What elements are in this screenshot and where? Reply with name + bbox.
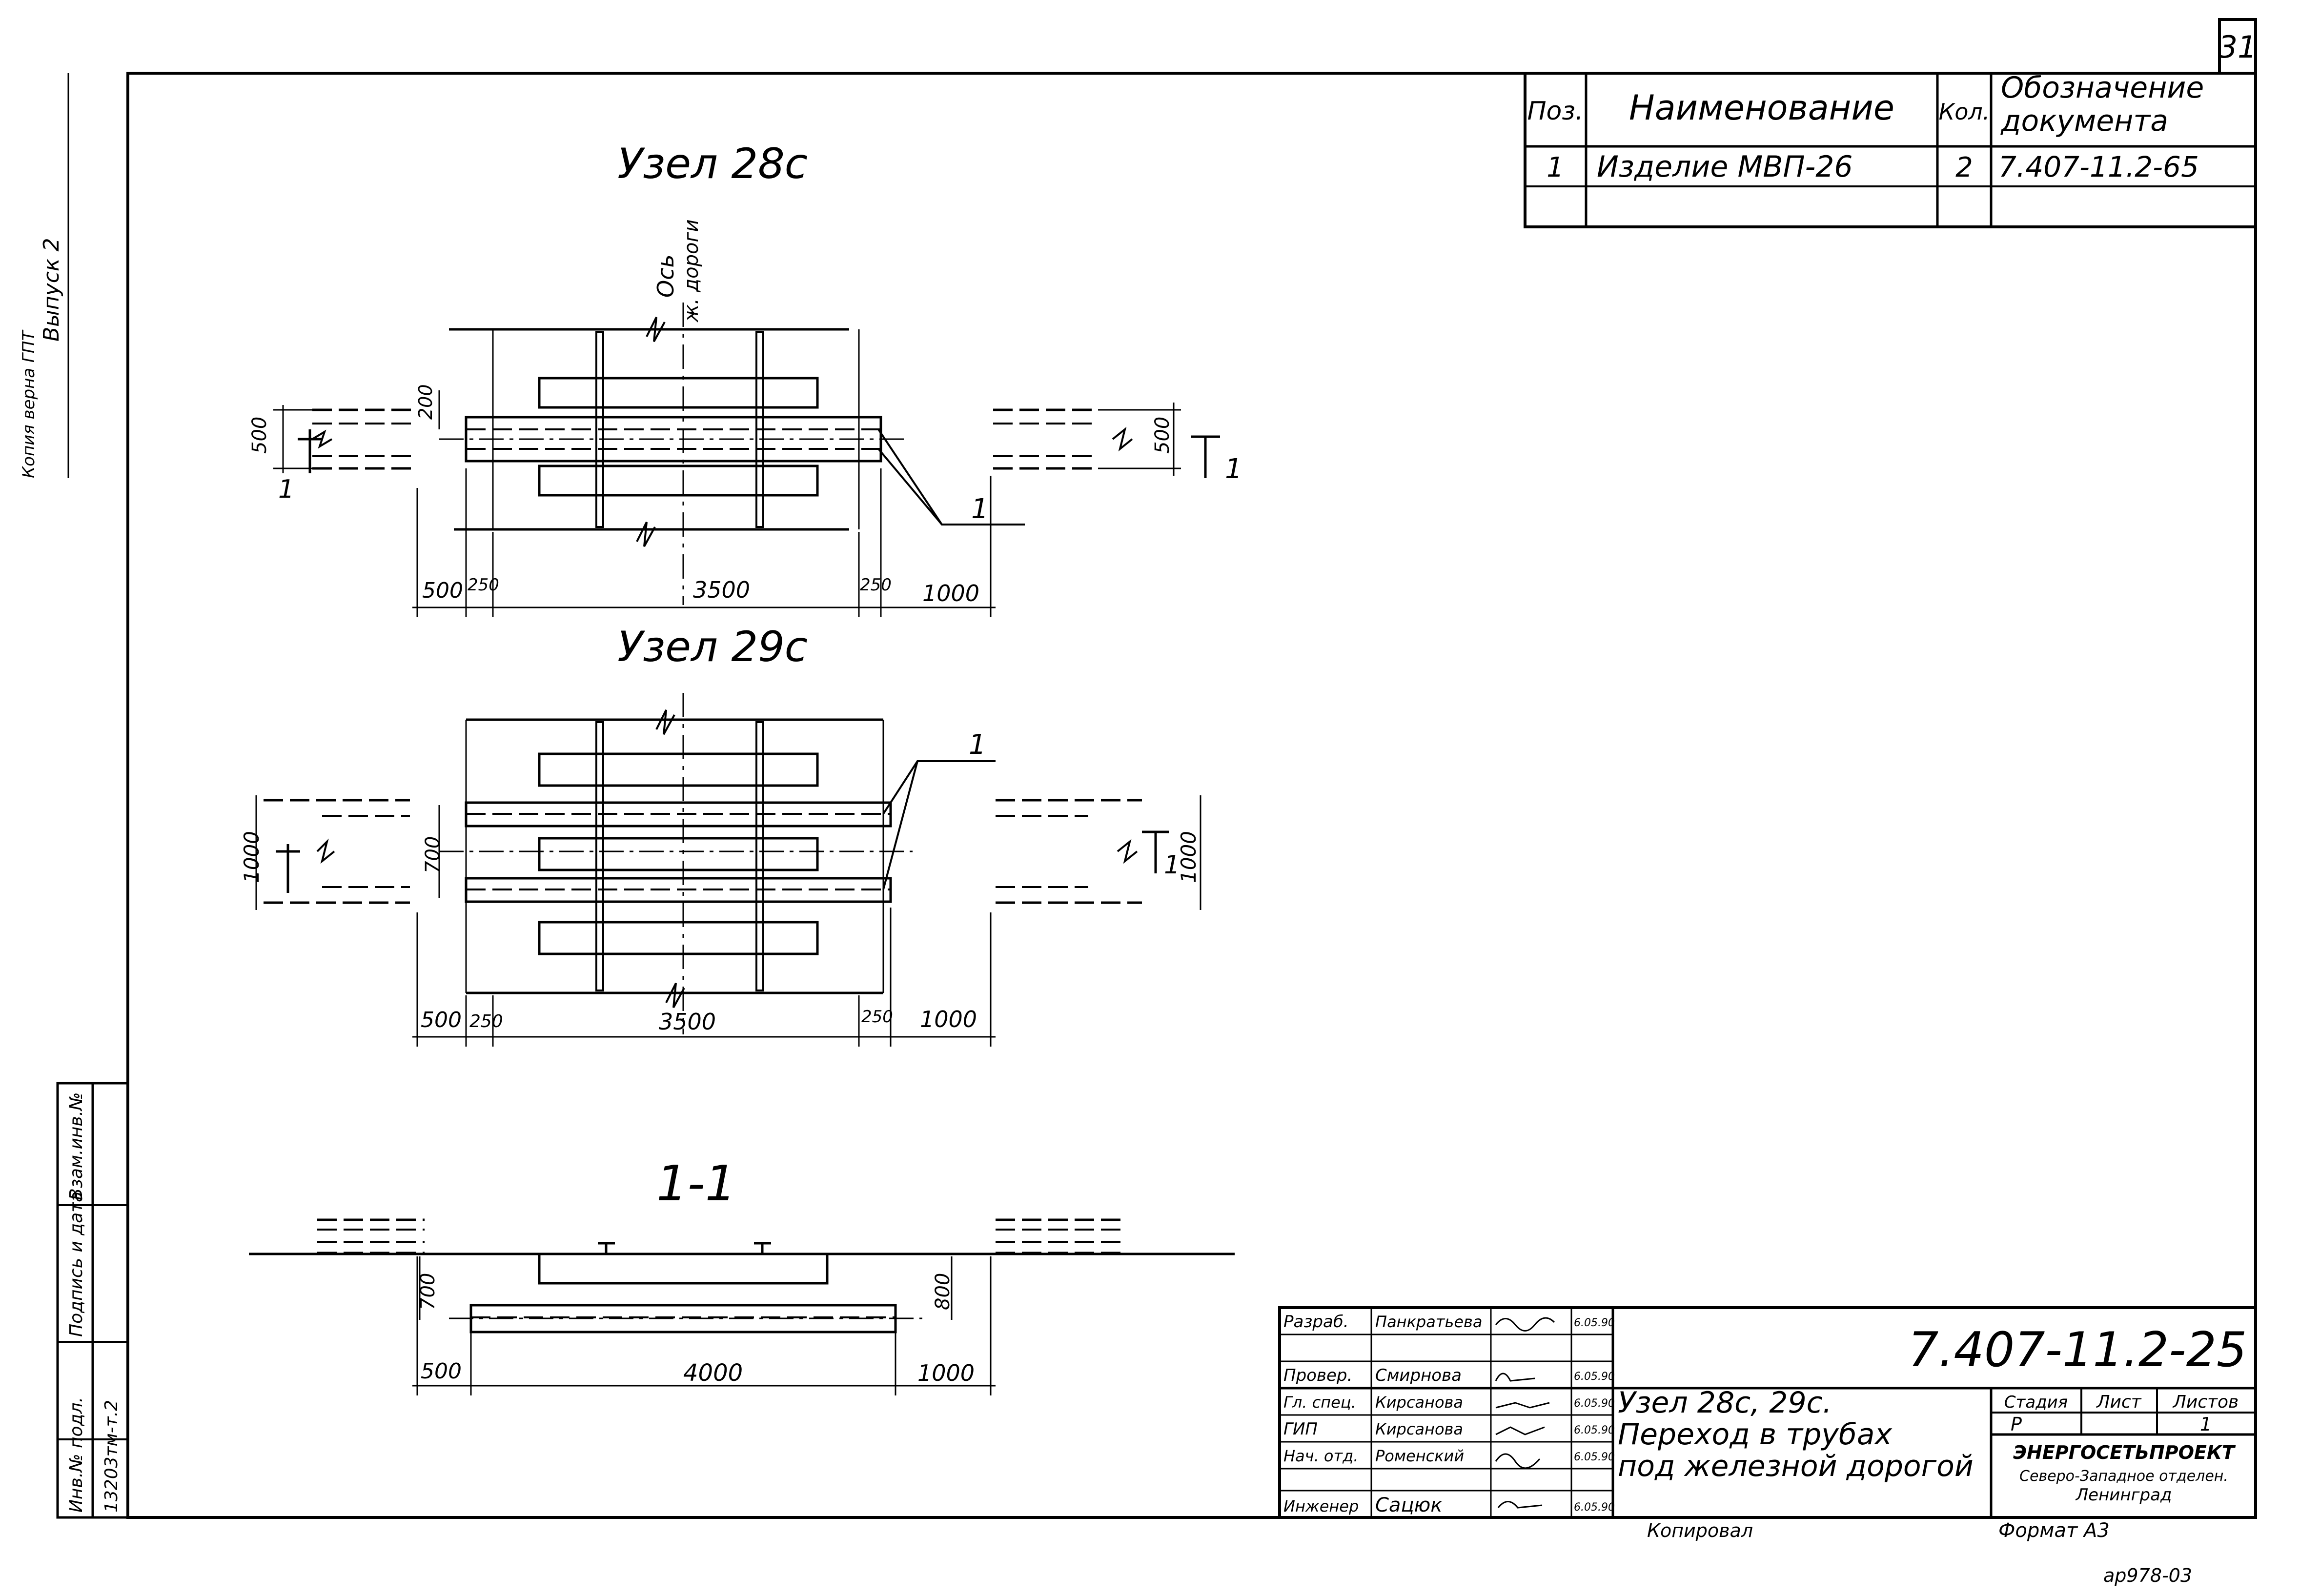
section-1-1-view: 1-1 700 800 500 4000 1000 xyxy=(249,1155,1235,1395)
margin-signature-date: Подпись и дата xyxy=(66,1192,86,1337)
node-29c-view: Узел 29с 1000 700 xyxy=(240,623,1201,1047)
spec-header-name: Наименование xyxy=(1629,88,1894,128)
tb-role-1: Провер. xyxy=(1283,1366,1352,1385)
n28-dim-top-gap: 200 xyxy=(415,384,436,420)
tb-stage-value: Р xyxy=(2011,1414,2022,1435)
sec-dim-middle: 4000 xyxy=(683,1359,743,1387)
n29-dim-left-offset: 250 xyxy=(469,1011,503,1031)
spec-header-pos: Поз. xyxy=(1527,97,1583,126)
n28-dim-right: 1000 xyxy=(922,580,979,606)
n29-dim-inner: 700 xyxy=(422,836,444,873)
section-title: 1-1 xyxy=(656,1155,736,1212)
tb-date-5: 6.05.90 xyxy=(1574,1501,1615,1514)
tb-name-2: Кирсанова xyxy=(1375,1393,1463,1412)
n29-dim-tube-left: 1000 xyxy=(240,831,264,883)
spec-row-name: Изделие МВП-26 xyxy=(1597,150,1853,184)
tb-name-1: Смирнова xyxy=(1375,1366,1462,1385)
margin-stamp-line2: Выпуск 2 xyxy=(39,238,64,342)
tb-org-2: Северо-Западное отделен. xyxy=(2019,1468,2228,1485)
tb-date-2: 6.05.90 xyxy=(1574,1397,1615,1410)
n28-dim-left: 500 xyxy=(422,578,463,603)
spec-header-qty: Кол. xyxy=(1939,99,1990,125)
tb-date-0: 6.05.90 xyxy=(1574,1317,1615,1329)
spec-row-qty: 2 xyxy=(1955,152,1973,183)
n29-dim-right-offset: 250 xyxy=(861,1007,893,1027)
tb-date-1: 6.05.90 xyxy=(1574,1371,1615,1383)
n29-leader-1: 1 xyxy=(969,729,986,761)
sec-dim-left: 500 xyxy=(421,1359,462,1384)
sec-dim-depth-right: 800 xyxy=(932,1273,954,1310)
sheet-number: 31 xyxy=(2219,29,2257,65)
tb-role-3: ГИП xyxy=(1283,1419,1318,1439)
n29-dim-left: 500 xyxy=(421,1008,462,1032)
tb-stage-header: Стадия xyxy=(2004,1393,2068,1412)
spec-row-pos: 1 xyxy=(1547,152,1564,183)
margin-replace-inv: Взам.инв.№ xyxy=(66,1092,86,1200)
spec-table: Поз. Наименование Кол. Обозначение докум… xyxy=(1524,71,2257,228)
tb-name-0: Панкратьева xyxy=(1375,1313,1483,1331)
margin-stamp-line1: Копия верна ГПТ xyxy=(19,330,39,478)
tb-org-3: Ленинград xyxy=(2075,1485,2172,1505)
tb-name-5: Сацюк xyxy=(1375,1494,1443,1516)
title-block: Разраб. Панкратьева 6.05.90 Провер. Смир… xyxy=(1278,1306,2257,1519)
tb-title-2: Переход в трубах xyxy=(1618,1417,1893,1452)
n29-dim-tube-right: 1000 xyxy=(1177,831,1201,883)
n28-dim-tube-right: 500 xyxy=(1151,417,1174,454)
n28-dim-tube-left: 500 xyxy=(248,417,271,454)
n28-dim-left-offset: 250 xyxy=(468,575,499,595)
n29-section-mark-right: 1 xyxy=(1164,850,1180,880)
footer-archive: ар978-03 xyxy=(2103,1565,2192,1586)
n28-leader-1: 1 xyxy=(971,493,989,525)
left-margin: Копия верна ГПТ Выпуск 2 Взам.инв.№ Подп… xyxy=(19,73,129,1519)
tb-sheets-value: 1 xyxy=(2200,1414,2212,1435)
n28-dim-right-offset: 250 xyxy=(860,575,892,595)
spec-header-designation-2: документа xyxy=(2000,104,2168,138)
footer-format: Формат А3 xyxy=(1998,1519,2110,1542)
n29-dim-middle: 3500 xyxy=(659,1009,716,1035)
axis-label-28-2: ж. дороги xyxy=(680,220,703,323)
tb-org-1: ЭНЕРГОСЕТЬПРОЕКТ xyxy=(2013,1442,2236,1463)
footer-copied: Копировал xyxy=(1647,1520,1753,1541)
tb-date-4: 6.05.90 xyxy=(1574,1451,1615,1463)
margin-inv-no: Инв.№ подл. xyxy=(66,1397,86,1513)
sec-dim-depth-left: 700 xyxy=(417,1273,439,1310)
tb-role-2: Гл. спец. xyxy=(1283,1393,1356,1412)
node-28c-view: Узел 28с Ось ж. дороги 500 xyxy=(248,140,1242,617)
n28-section-mark-left: 1 xyxy=(278,475,294,504)
tb-name-4: Роменский xyxy=(1375,1447,1464,1465)
spec-row-designation: 7.407-11.2-65 xyxy=(1998,150,2199,183)
tb-sheets-header: Листов xyxy=(2172,1392,2239,1412)
n29-dim-right: 1000 xyxy=(920,1006,977,1032)
n28-section-mark-right: 1 xyxy=(1225,453,1242,485)
axis-label-28-1: Ось xyxy=(652,254,679,298)
tb-title-1: Узел 28с, 29с. xyxy=(1618,1386,1832,1420)
tb-name-3: Кирсанова xyxy=(1375,1420,1463,1438)
tb-date-3: 6.05.90 xyxy=(1574,1424,1615,1436)
tb-title-3: под железной дорогой xyxy=(1618,1449,1974,1483)
tb-code: 7.407-11.2-25 xyxy=(1908,1322,2247,1378)
spec-header-designation-1: Обозначение xyxy=(2001,71,2204,105)
tb-role-4: Нач. отд. xyxy=(1283,1447,1358,1465)
node28-title: Узел 28с xyxy=(617,140,808,188)
margin-inv-value: 13203тм-т.2 xyxy=(102,1400,122,1513)
drawing-frame xyxy=(126,72,2257,1519)
tb-role-5: Инженер xyxy=(1283,1497,1359,1515)
sec-dim-right: 1000 xyxy=(917,1360,975,1386)
n28-dim-middle: 3500 xyxy=(693,577,750,603)
node29-title: Узел 29с xyxy=(617,623,808,671)
tb-sheet-header: Лист xyxy=(2096,1392,2141,1412)
tb-role-0: Разраб. xyxy=(1283,1312,1349,1332)
